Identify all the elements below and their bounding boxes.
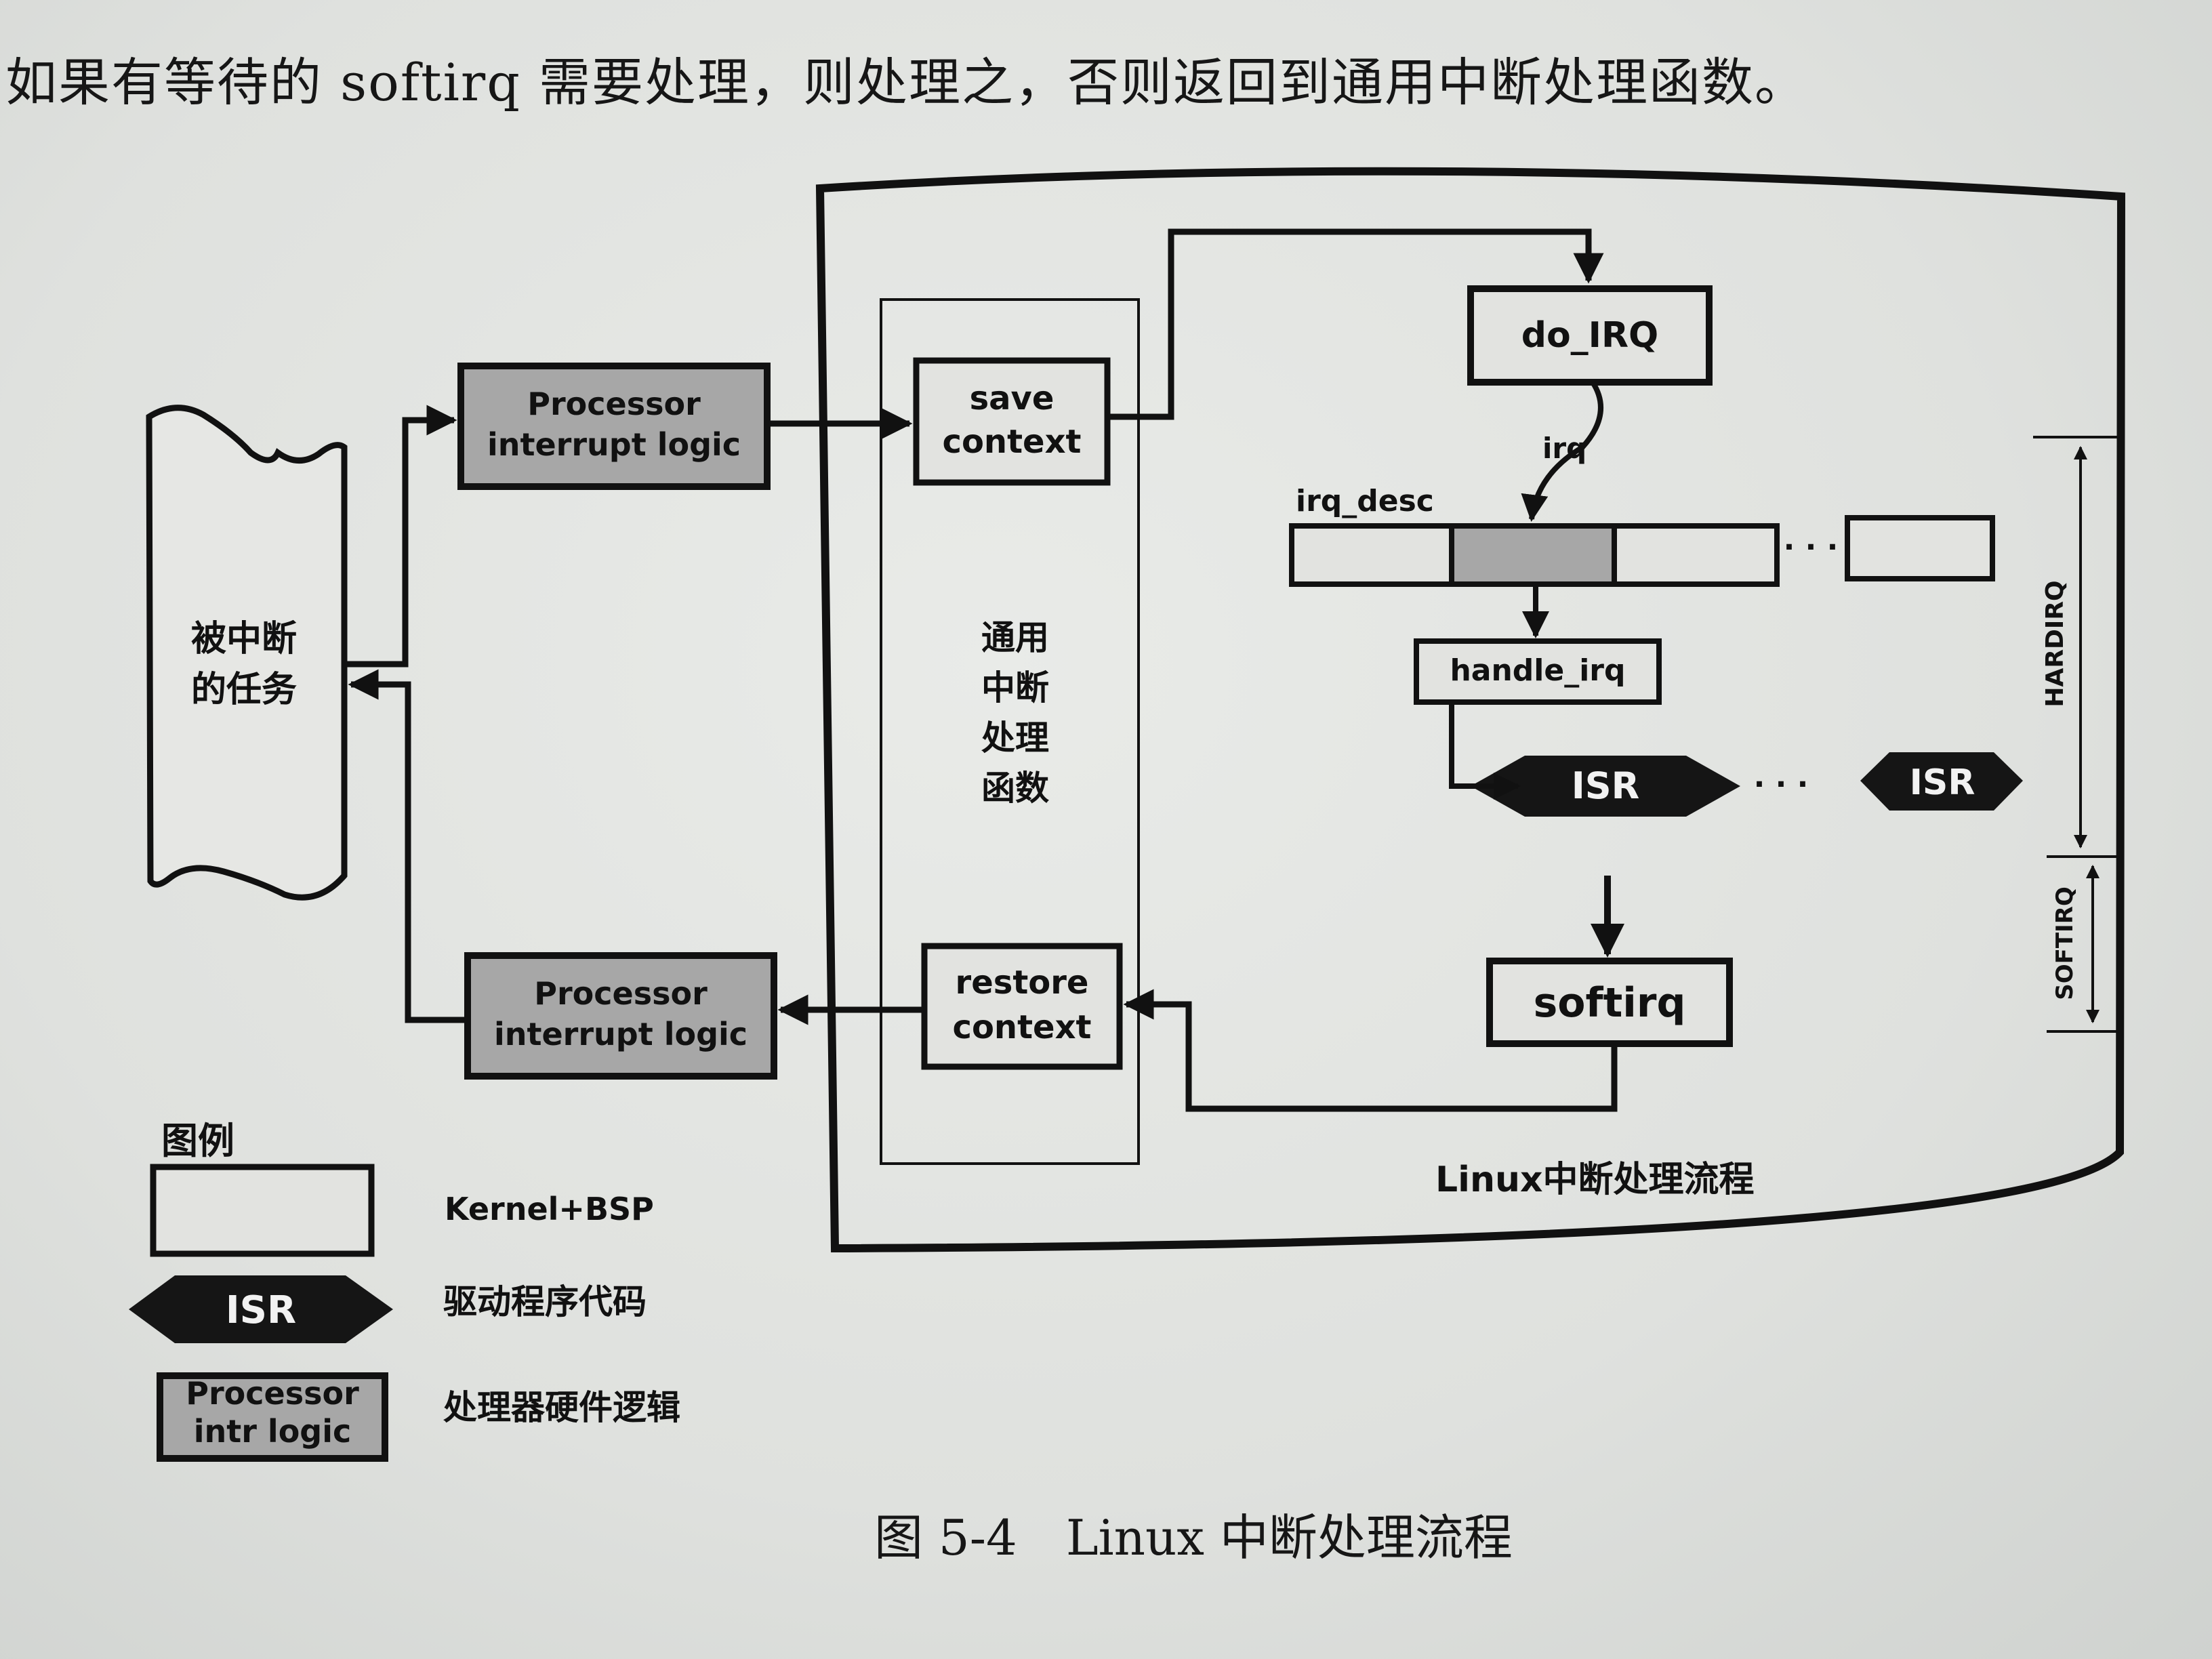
handle-to-isr-arrow [1449, 702, 1521, 800]
interrupted-task-shape [146, 405, 348, 901]
legend-proc-line1: Processor [186, 1375, 359, 1412]
generic-label-line3: 处理 [981, 718, 1049, 758]
save-label-line1: save [970, 380, 1054, 417]
legend-isr-label: ISR [226, 1288, 296, 1332]
processor-logic-top [457, 363, 771, 490]
softirq-label: softirq [1534, 979, 1686, 1027]
irq-desc-cell-3 [1612, 523, 1780, 587]
handle-irq-label: handle_irq [1450, 653, 1625, 688]
irq-desc-label: irq_desc [1296, 484, 1434, 518]
irq-desc-dots: · · · [1784, 530, 1839, 565]
processor-logic-bottom [464, 952, 777, 1080]
save-to-doirq-arrow [1107, 228, 1604, 420]
save-label-line2: context [942, 423, 1081, 461]
figure-caption: 图 5-4 Linux 中断处理流程 [874, 1509, 1513, 1566]
task-to-logic-arrow [344, 405, 457, 668]
isr-label-1: ISR [1572, 764, 1640, 807]
logic-top-line2: interrupt logic [487, 426, 741, 463]
logic-top-line1: Processor [527, 386, 701, 422]
linux-flow-frame [815, 167, 2126, 1253]
task-label-line2: 的任务 [191, 670, 297, 710]
generic-handler-box [880, 298, 1140, 1165]
isr-hexagon-1 [1471, 756, 1740, 817]
softirq-box [1486, 958, 1733, 1047]
legend-processor-swatch [157, 1372, 388, 1462]
legend-kernel-label: Kernel+BSP [445, 1191, 654, 1227]
doirq-to-desc-arrow [1521, 380, 1603, 522]
irq-desc-cell-last [1845, 515, 1995, 581]
do-irq-box [1467, 285, 1713, 386]
softirq-range-label: SOFTIRQ [2051, 886, 2078, 1000]
restore-context-box [921, 943, 1123, 1070]
isr-hexagon-2 [1860, 752, 2023, 811]
task-label-line1: 被中断 [191, 619, 297, 659]
isr-dots: · · · [1754, 767, 1809, 802]
legend-isr-swatch [129, 1275, 393, 1343]
intro-sentence: 如果有等待的 softirq 需要处理，则处理之，否则返回到通用中断处理函数。 [5, 52, 1808, 112]
softirq-to-restore-arrow [1123, 989, 1618, 1112]
legend-kernel-swatch [150, 1164, 375, 1257]
isr-label-2: ISR [1910, 762, 1975, 803]
handle-irq-box [1414, 638, 1662, 705]
linux-flow-title: Linux中断处理流程 [1435, 1160, 1755, 1200]
generic-label-line2: 中断 [981, 668, 1049, 708]
hardirq-label: HARDIRQ [2041, 580, 2069, 707]
save-context-box [913, 357, 1111, 486]
legend-proc-line2: intr logic [194, 1413, 352, 1450]
legend-driver-label: 驱动程序代码 [443, 1282, 647, 1322]
generic-label-line1: 通用 [981, 618, 1049, 657]
irq-desc-cell-1 [1289, 523, 1454, 587]
restore-label-line2: context [952, 1008, 1091, 1046]
logic-bottom-line2: interrupt logic [494, 1016, 747, 1052]
logic-bottom-line1: Processor [534, 975, 708, 1012]
irq-desc-cell-selected [1449, 523, 1617, 587]
irq-label: irq [1542, 432, 1586, 465]
restore-label-line1: restore [956, 964, 1089, 1002]
generic-label-line4: 函数 [981, 769, 1049, 808]
legend-title: 图例 [161, 1120, 234, 1162]
legend-hardware-label: 处理器硬件逻辑 [443, 1388, 680, 1427]
logic-to-task-arrow [348, 669, 468, 1023]
do-irq-label: do_IRQ [1521, 315, 1659, 356]
